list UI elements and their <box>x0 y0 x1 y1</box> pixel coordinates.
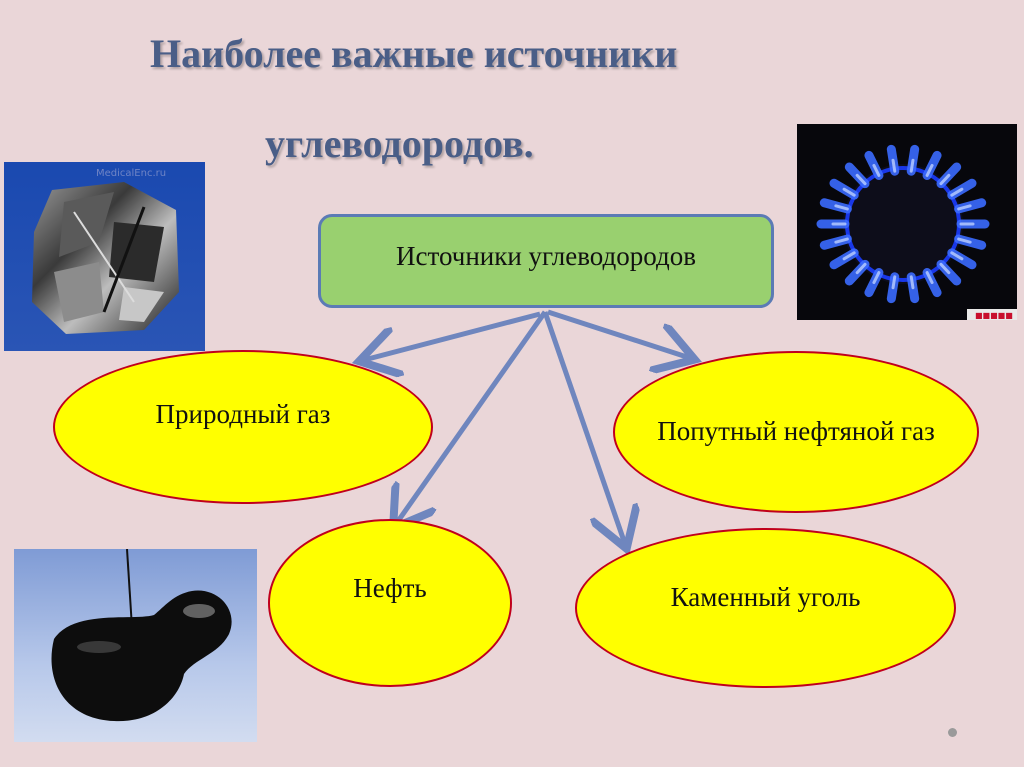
flame-petal-core <box>842 187 856 197</box>
arrow-to-associated-gas <box>547 309 690 358</box>
arrow-to-natural-gas <box>364 311 541 360</box>
flame-petal-core <box>939 173 951 186</box>
coal-photo: MedicalEnc.ru <box>4 162 205 351</box>
node-associated-gas-label: Попутный нефтяной газ <box>657 416 935 447</box>
node-associated-petroleum-gas: Попутный нефтяной газ <box>613 351 979 513</box>
flame-petal-core <box>855 262 867 275</box>
gas-burner-flame-icon: ■■■■■ <box>797 124 1017 320</box>
svg-text:■■■■■: ■■■■■ <box>975 311 1013 320</box>
root-node-hydrocarbon-sources: Источники углеводородов <box>318 214 774 308</box>
flame-petal-core <box>872 271 881 285</box>
coal-lump-icon: MedicalEnc.ru <box>4 162 205 351</box>
node-oil-label: Нефть <box>353 573 427 604</box>
node-natural-gas: Природный газ <box>53 350 433 504</box>
flame-petal-core <box>891 275 897 290</box>
node-oil: Нефть <box>268 519 512 687</box>
slide-nav-dot[interactable] <box>948 728 957 737</box>
oil-drop-icon <box>51 549 232 722</box>
slide-title: Наиболее важные источники углеводородов. <box>0 0 1024 190</box>
flame-petal-core <box>872 163 881 177</box>
node-coal: Каменный уголь <box>575 528 956 688</box>
node-coal-label: Каменный уголь <box>670 582 861 613</box>
title-line-2: углеводородов. <box>265 121 534 166</box>
flame-petal-core <box>834 237 849 244</box>
title-line-1: Наиболее важные источники <box>150 31 678 76</box>
flame-petal-core <box>842 251 856 261</box>
coal-watermark: MedicalEnc.ru <box>96 168 166 179</box>
flame-petal-core <box>957 204 972 211</box>
flame-petal-core <box>834 204 849 211</box>
flame-petal-core <box>925 271 934 285</box>
flame-petal-core <box>855 173 867 186</box>
flame-petal-core <box>891 158 897 173</box>
flame-petal-core <box>925 163 934 177</box>
flame-petal-core <box>909 158 915 173</box>
flame-petal-core <box>950 251 964 261</box>
node-natural-gas-label: Природный газ <box>155 399 331 430</box>
gas-flame-photo: ■■■■■ <box>797 124 1017 320</box>
oil-spill-photo <box>14 549 257 742</box>
flame-petal-core <box>957 237 972 244</box>
flame-petal-core <box>950 187 964 197</box>
flame-petal-core <box>939 262 951 275</box>
flame-petal-core <box>909 275 915 290</box>
root-node-label: Источники углеводородов <box>396 240 696 271</box>
